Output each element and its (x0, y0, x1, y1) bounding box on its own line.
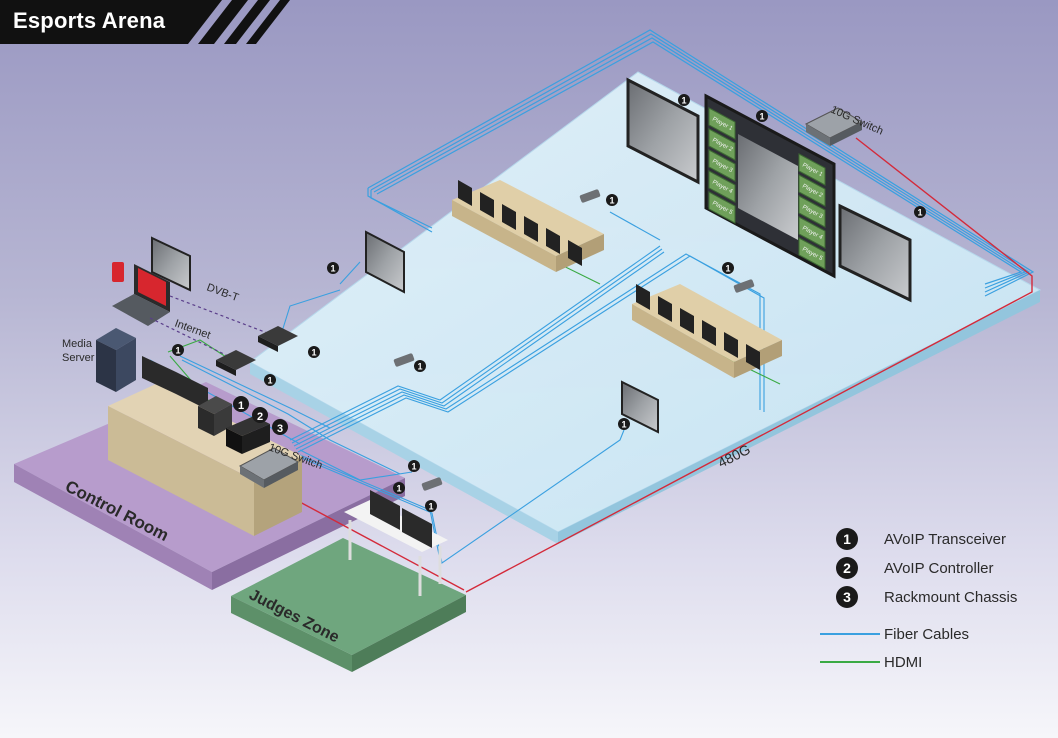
hdmi-swatch (820, 661, 880, 663)
transceiver-marker-label: 1 (396, 484, 401, 494)
scoreboard-left-tile: Player 2 (708, 128, 736, 161)
backbone-480g (269, 137, 1033, 593)
fiber-bundle (149, 211, 765, 564)
legend-line-label: HDMI (884, 653, 923, 671)
legend-label: AVoIP Controller (884, 559, 994, 577)
player-desk-row-1 (452, 180, 604, 272)
legend-line-fiber: Fiber Cables (820, 622, 969, 646)
transceiver-marker: 1 (393, 482, 405, 494)
switch-top (804, 107, 864, 146)
scoreboard-right-tile: Player 3 (798, 195, 826, 228)
dvbt-label: DVB-T (205, 282, 240, 305)
transceiver-marker-label: 1 (267, 376, 272, 386)
scoreboard-right-tile: Player 4 (798, 216, 826, 249)
marker-2: 2 (257, 411, 263, 423)
transceiver-marker-label: 1 (621, 420, 626, 430)
media-server (96, 328, 136, 392)
player-desk-row-2 (632, 284, 782, 378)
transceiver-marker: 1 (618, 418, 630, 430)
transceiver-marker-label: 1 (609, 196, 614, 206)
transceiver-marker: 1 (722, 262, 734, 274)
transceiver-marker: 1 (756, 110, 768, 122)
transceiver-marker: 1 (327, 262, 339, 274)
title-banner (0, 0, 290, 44)
live-streamer (216, 350, 256, 376)
legend-label: AVoIP Transceiver (884, 530, 1007, 548)
scoreboard-right-tile: Player 5 (798, 237, 826, 270)
fiber-swatch (820, 633, 880, 635)
transceiver-markers: 1 1 1 1 1 1 1 1 1 1 1 1 1 1 (172, 94, 926, 512)
wall-display (365, 230, 659, 434)
transceiver-marker: 1 (425, 500, 437, 512)
scoreboard-left-tile: Player 5 (708, 191, 736, 224)
transceiver-marker-label: 1 (330, 264, 335, 274)
legend-line-hdmi: HDMI (820, 650, 922, 674)
transceiver-marker: 1 (606, 194, 618, 206)
transceiver-marker: 1 (264, 374, 276, 386)
judges-desk (344, 490, 448, 596)
scoreboard-right-tile: Player 1 (798, 153, 826, 186)
media-server-label: Media Server (62, 338, 95, 364)
internet-label: Internet (173, 318, 212, 342)
legend-label: Rackmount Chassis (884, 588, 1018, 606)
transceiver-marker-label: 1 (759, 112, 764, 122)
transceiver-marker-label: 1 (411, 462, 416, 472)
transceiver-marker-label: 1 (417, 362, 422, 372)
legend-item-chassis: 3 Rackmount Chassis (836, 585, 1017, 609)
transceiver-marker: 1 (408, 460, 420, 472)
legend-line-label: Fiber Cables (884, 625, 970, 643)
transceiver-marker-label: 1 (175, 346, 180, 356)
page-title: Esports Arena (13, 8, 166, 33)
scoreboard-left-tile: Player 3 (708, 149, 736, 182)
transceiver-marker-label: 1 (681, 96, 686, 106)
scoreboard-right-tile: Player 2 (798, 174, 826, 207)
transceiver-marker: 1 (914, 206, 926, 218)
hdmi-sdi-converter (258, 326, 298, 352)
transceiver-marker: 1 (308, 346, 320, 358)
marker-3: 3 (277, 423, 283, 435)
switch-main (238, 447, 300, 488)
transceiver-marker: 1 (172, 344, 184, 356)
legend-item-controller: 2 AVoIP Controller (836, 556, 994, 580)
control-markers: 1 2 3 (233, 396, 288, 435)
transceiver-marker: 1 (678, 94, 690, 106)
legend-num: 1 (836, 528, 858, 550)
transceiver-marker-label: 1 (725, 264, 730, 274)
transceiver-marker: 1 (414, 360, 426, 372)
marker-1: 1 (238, 400, 244, 412)
transceiver-marker-label: 1 (428, 502, 433, 512)
transceiver-marker-label: 1 (311, 348, 316, 358)
transceiver-marker-label: 1 (917, 208, 922, 218)
scoreboard-left-tile: Player 1 (708, 107, 736, 140)
scoreboard-left-tile: Player 4 (708, 170, 736, 203)
main-display-left (626, 77, 700, 185)
streaming-sources (112, 236, 191, 326)
fiber-cable-loop (367, 29, 1035, 297)
legend-num: 2 (836, 557, 858, 579)
camera-icon (393, 189, 755, 491)
legend-item-transceiver: 1 AVoIP Transceiver (836, 527, 1006, 551)
legend-num: 3 (836, 586, 858, 608)
main-display-right (838, 203, 912, 303)
